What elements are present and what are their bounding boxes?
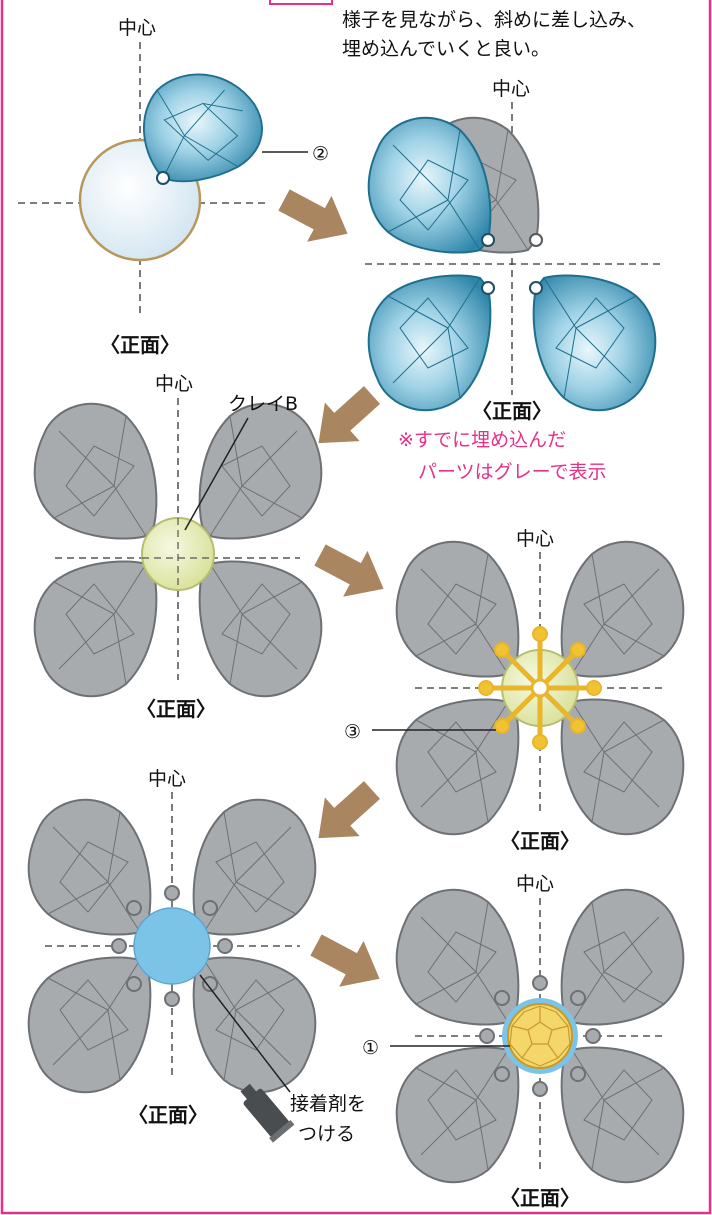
step4-front-view: 〈正面〉	[500, 829, 580, 853]
step2-petal-upper-left	[367, 116, 492, 254]
step2-center-label: 中心	[492, 78, 530, 100]
instruction-line-1: 様子を見ながら、斜めに差し込み、	[342, 9, 646, 31]
step3-center-label: 中心	[155, 373, 193, 395]
step3-flower	[33, 402, 323, 698]
step2-pin-lr	[529, 281, 543, 295]
step3-front-view: 〈正面〉	[136, 697, 216, 721]
step1-center-label: 中心	[118, 17, 156, 39]
step4-group: 中心 ③ 〈正	[344, 528, 685, 853]
step1-front-view: 〈正面〉	[100, 333, 180, 357]
step4-center-label: 中心	[516, 528, 554, 550]
step6-bead	[507, 1003, 573, 1069]
step6-center-label: 中心	[516, 873, 554, 895]
adhesive-line-2: つける	[298, 1123, 355, 1145]
step2-pin-ul	[481, 233, 495, 247]
gray-note-line-2: パーツはグレーで表示	[418, 461, 606, 483]
step5-front-view: 〈正面〉	[128, 1103, 208, 1127]
step5-gray-pins	[111, 885, 233, 1007]
step5-glue-area	[133, 907, 211, 985]
gray-note-line-1: ※すでに埋め込んだ	[398, 429, 566, 451]
step6-front-view: 〈正面〉	[500, 1186, 580, 1210]
step5-flower	[27, 798, 317, 1094]
glue-tube-icon	[240, 1083, 295, 1143]
step6-group: 中心 ① 〈正面〉	[362, 873, 685, 1210]
callout-3: ③	[344, 721, 361, 743]
step6-flower	[395, 888, 685, 1184]
step5-center-label: 中心	[148, 768, 186, 790]
callout-1: ①	[362, 1037, 379, 1059]
step4-flower	[395, 540, 685, 836]
clay-b-callout-line	[184, 417, 249, 531]
top-tab	[269, 0, 333, 5]
step2-petal-lower-right	[532, 274, 657, 412]
step1-group: 中心 ② 〈正面〉	[18, 17, 329, 357]
arrow-icon	[307, 532, 396, 612]
callout-2: ②	[312, 143, 329, 165]
step2-petal-lower-left	[367, 274, 492, 412]
step6-gray-pins	[479, 975, 601, 1097]
step5-group: 中心 接着剤を つける 〈正面〉	[27, 768, 366, 1145]
arrow-icon	[303, 922, 392, 1002]
arrow-icon	[271, 177, 360, 257]
step1-pin-hole	[156, 171, 170, 185]
step3-group: 中心 クレイB 〈正面〉	[33, 373, 323, 721]
step2-front-view: 〈正面〉	[472, 399, 552, 423]
glue-callout-line	[199, 974, 291, 1093]
step1-teal-petal	[142, 73, 263, 183]
step6-bead-facets	[509, 1005, 571, 1067]
instruction-line-2: 埋め込んでいくと良い。	[342, 38, 550, 60]
adhesive-line-1: 接着剤を	[290, 1093, 366, 1115]
step4-center-hub	[530, 678, 550, 698]
step2-pin-ur	[529, 233, 543, 247]
clay-b-label: クレイB	[228, 393, 298, 415]
step2-group: 中心 〈正面〉	[365, 78, 665, 423]
step2-pin-ll	[481, 281, 495, 295]
arrow-icon	[301, 770, 390, 858]
